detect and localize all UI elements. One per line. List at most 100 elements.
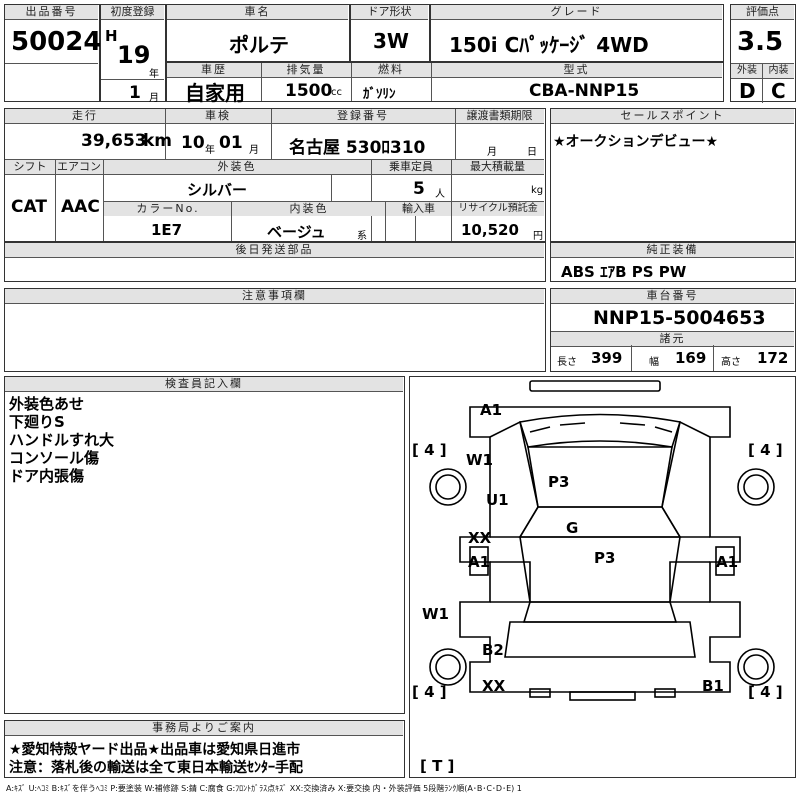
damage-mark: XX <box>468 529 492 547</box>
int-color-suffix: 系 <box>357 231 367 242</box>
length-label: 長さ <box>557 357 577 368</box>
transfer-label: 譲渡書類期限 <box>455 109 544 124</box>
equipment-items: ABS ｴｱB PS PW <box>561 263 687 281</box>
inspection-label: 車検 <box>165 109 271 124</box>
month-unit: 月 <box>149 93 159 104</box>
office-box: 事務局よりご案内 ★愛知特殻ヤード出品★出品車は愛知県日進市 注意：落札後の輸送… <box>4 720 405 778</box>
details-box: 走行 車検 登録番号 譲渡書類期限 39,653 km 10 年 01 月 名古… <box>4 108 546 242</box>
first-reg-label: 初度登録 <box>101 5 164 20</box>
ext-color-label: 外装色 <box>103 160 371 175</box>
model: CBA-NNP15 <box>529 81 640 101</box>
ext-color: シルバー <box>187 181 248 199</box>
notes-box: 注意事項欄 <box>4 288 546 372</box>
height: 172 <box>757 349 789 367</box>
inspector-line: ドア内張傷 <box>9 467 85 485</box>
capacity-unit: 人 <box>435 189 445 200</box>
mileage-label: 走行 <box>5 109 165 124</box>
displacement-label: 排気量 <box>261 63 351 78</box>
chassis-box: 車台番号 NNP15-5004653 諸元 長さ 399 幅 169 高さ 17… <box>550 288 796 372</box>
shift-label: シフト <box>5 160 55 175</box>
history: 自家用 <box>185 81 245 105</box>
damage-mark: P3 <box>594 549 616 567</box>
spare-tire-mark: [ T ] <box>420 757 455 775</box>
tire-tread-front-right: [ 4 ] <box>748 441 783 459</box>
damage-mark: W1 <box>422 605 449 623</box>
office-line-1: ★愛知特殻ヤード出品★出品車は愛知県日進市 <box>9 742 301 758</box>
damage-mark: W1 <box>466 451 493 469</box>
color-no-label: カラーNo. <box>104 202 232 216</box>
int-color: ベージュ <box>267 223 326 241</box>
tire-tread-rear-right: [ 4 ] <box>748 683 783 701</box>
reg-month: 1 <box>129 83 141 103</box>
inspector-line: コンソール傷 <box>9 449 100 467</box>
door-type: 3W <box>373 29 409 53</box>
mileage: 39,653 <box>81 131 147 151</box>
color-no: 1E7 <box>151 221 183 239</box>
car-outline <box>429 380 775 701</box>
length: 399 <box>591 349 623 367</box>
shift: CAT <box>11 197 47 217</box>
capacity-label: 乗車定員 <box>371 160 451 175</box>
recycle-fee: 10,520 <box>461 221 519 239</box>
damage-mark: XX <box>482 677 506 695</box>
model-label: 型式 <box>431 63 722 78</box>
history-label: 車歴 <box>167 63 261 78</box>
era-letter: H <box>105 27 118 45</box>
transfer-month: 月 <box>487 147 497 158</box>
reg-year: 19 <box>117 41 151 69</box>
exterior-label: 外装 <box>731 64 763 79</box>
inspection-month: 01 <box>219 133 243 153</box>
grade-label: グレード <box>431 5 722 20</box>
transfer-day: 日 <box>527 147 537 158</box>
inspector-line: 外装色あせ <box>9 395 85 413</box>
damage-legend: A:ｷｽﾞ U:ﾍｺﾐ B:ｷｽﾞを伴うﾍｺﾐ P:要塗装 W:補修跡 S:錆 … <box>6 784 522 793</box>
score: 3.5 <box>737 27 784 57</box>
year-unit: 年 <box>149 69 159 80</box>
max-load-label: 最大積載量 <box>451 160 544 175</box>
score-label: 評価点 <box>731 5 794 20</box>
ac-type: AAC <box>61 197 100 217</box>
tire-tread-front-left: [ 4 ] <box>412 441 447 459</box>
width-label: 幅 <box>649 357 659 368</box>
inspector-label: 検査員記入欄 <box>5 377 403 392</box>
grade: 150i Cﾊﾟｯｹｰｼﾞ 4WD <box>449 33 649 57</box>
score-box: 評価点 3.5 外装 内装 D C <box>730 4 796 103</box>
mileage-unit: km <box>143 131 173 151</box>
damage-mark: A1 <box>480 401 503 419</box>
interior-label: 内装 <box>763 64 794 79</box>
damage-mark: G <box>566 519 579 537</box>
later-parts-box: 後日発送部品 <box>4 242 546 282</box>
recycle-unit: 円 <box>533 231 543 242</box>
int-color-label: 内装色 <box>232 202 386 216</box>
equipment-box: 純正装備 ABS ｴｱB PS PW <box>550 242 796 282</box>
inspector-line: ハンドルすれ大 <box>9 431 115 449</box>
damage-diagram: A1 W1 U1 P3 G XX A1 P3 A1 W1 B2 XX B1 [ … <box>409 376 796 778</box>
inspection-year: 10 <box>181 133 205 153</box>
displacement-unit: cc <box>331 87 342 98</box>
door-label: ドア形状 <box>351 5 428 20</box>
first-registration-box: 初度登録 H 19 年 1 月 <box>100 4 166 104</box>
damage-mark: U1 <box>486 491 509 509</box>
lot-number: 50024 <box>11 27 102 57</box>
sales-point-text: ★オークションデビュー★ <box>553 134 719 150</box>
office-line-2: 注意：落札後の輸送は全て東日本輸送ｾﾝﾀｰ手配 <box>9 760 303 776</box>
interior-grade: C <box>771 79 786 103</box>
damage-mark: A1 <box>716 553 739 571</box>
height-label: 高さ <box>721 357 741 368</box>
recycle-label: リサイクル預託金 <box>452 202 544 216</box>
import-label: 輸入車 <box>386 202 451 216</box>
equipment-label: 純正装備 <box>551 243 794 258</box>
history-row: 車歴 排気量 燃料 型式 自家用 1500 cc ｶﾞｿﾘﾝ CBA-NNP15 <box>166 62 724 105</box>
capacity: 5 <box>413 179 425 199</box>
exterior-grade: D <box>739 79 756 103</box>
damage-mark: B2 <box>482 641 504 659</box>
chassis-label: 車台番号 <box>551 289 794 304</box>
sales-point-box: セールスポイント ★オークションデビュー★ <box>550 108 796 242</box>
damage-mark: P3 <box>548 473 570 491</box>
width: 169 <box>675 349 707 367</box>
lot-label: 出品番号 <box>5 5 98 20</box>
displacement: 1500 <box>285 81 333 101</box>
insp-month-unit: 月 <box>249 145 259 156</box>
inspector-notes: 外装色あせ 下廻りS ハンドルすれ大 コンソール傷 ドア内張傷 <box>9 395 114 485</box>
inspector-box: 検査員記入欄 外装色あせ 下廻りS ハンドルすれ大 コンソール傷 ドア内張傷 <box>4 376 405 714</box>
